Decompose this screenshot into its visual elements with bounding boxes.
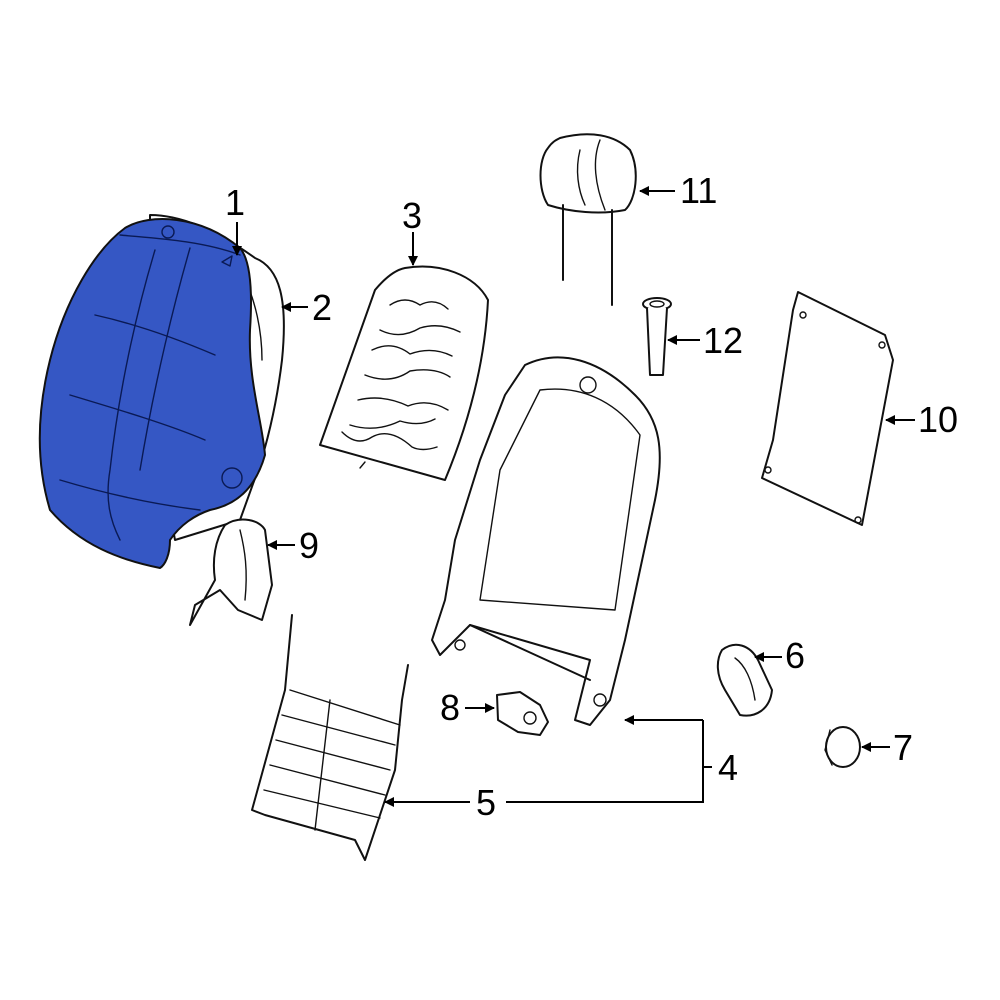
leader-4-bracket	[506, 720, 704, 803]
part-10-back-panel[interactable]	[761, 291, 894, 526]
part-6-recliner-cover[interactable]	[716, 643, 773, 717]
callout-7: 7	[893, 727, 913, 768]
part-5-lumbar-support[interactable]	[251, 614, 409, 861]
callout-6: 6	[785, 635, 805, 676]
part-8-bracket[interactable]	[496, 691, 549, 736]
callout-1: 1	[225, 182, 245, 223]
callout-11: 11	[680, 170, 717, 211]
part-11-headrest[interactable]	[539, 133, 637, 306]
callout-9: 9	[299, 525, 319, 566]
part-1-seat-back-cushion[interactable]	[38, 218, 267, 570]
callout-3: 3	[402, 195, 422, 236]
callout-12: 12	[703, 320, 743, 361]
callout-5: 5	[476, 782, 496, 823]
part-7-cap[interactable]	[824, 726, 861, 768]
callout-10: 10	[918, 399, 958, 440]
callout-labels: 1 2 3 4 5 6 7 8 9 10 11 12	[225, 170, 958, 823]
callout-8: 8	[440, 687, 460, 728]
part-9-side-bracket[interactable]	[189, 518, 273, 626]
cushion-body[interactable]	[38, 218, 267, 570]
part-3-seat-back-pad[interactable]	[319, 265, 489, 481]
part-4-seat-back-frame[interactable]	[431, 356, 661, 726]
callout-4: 4	[718, 747, 738, 788]
leader-lines	[232, 186, 915, 807]
callout-2: 2	[312, 287, 332, 328]
part-12-guide-sleeve[interactable]	[642, 297, 672, 376]
